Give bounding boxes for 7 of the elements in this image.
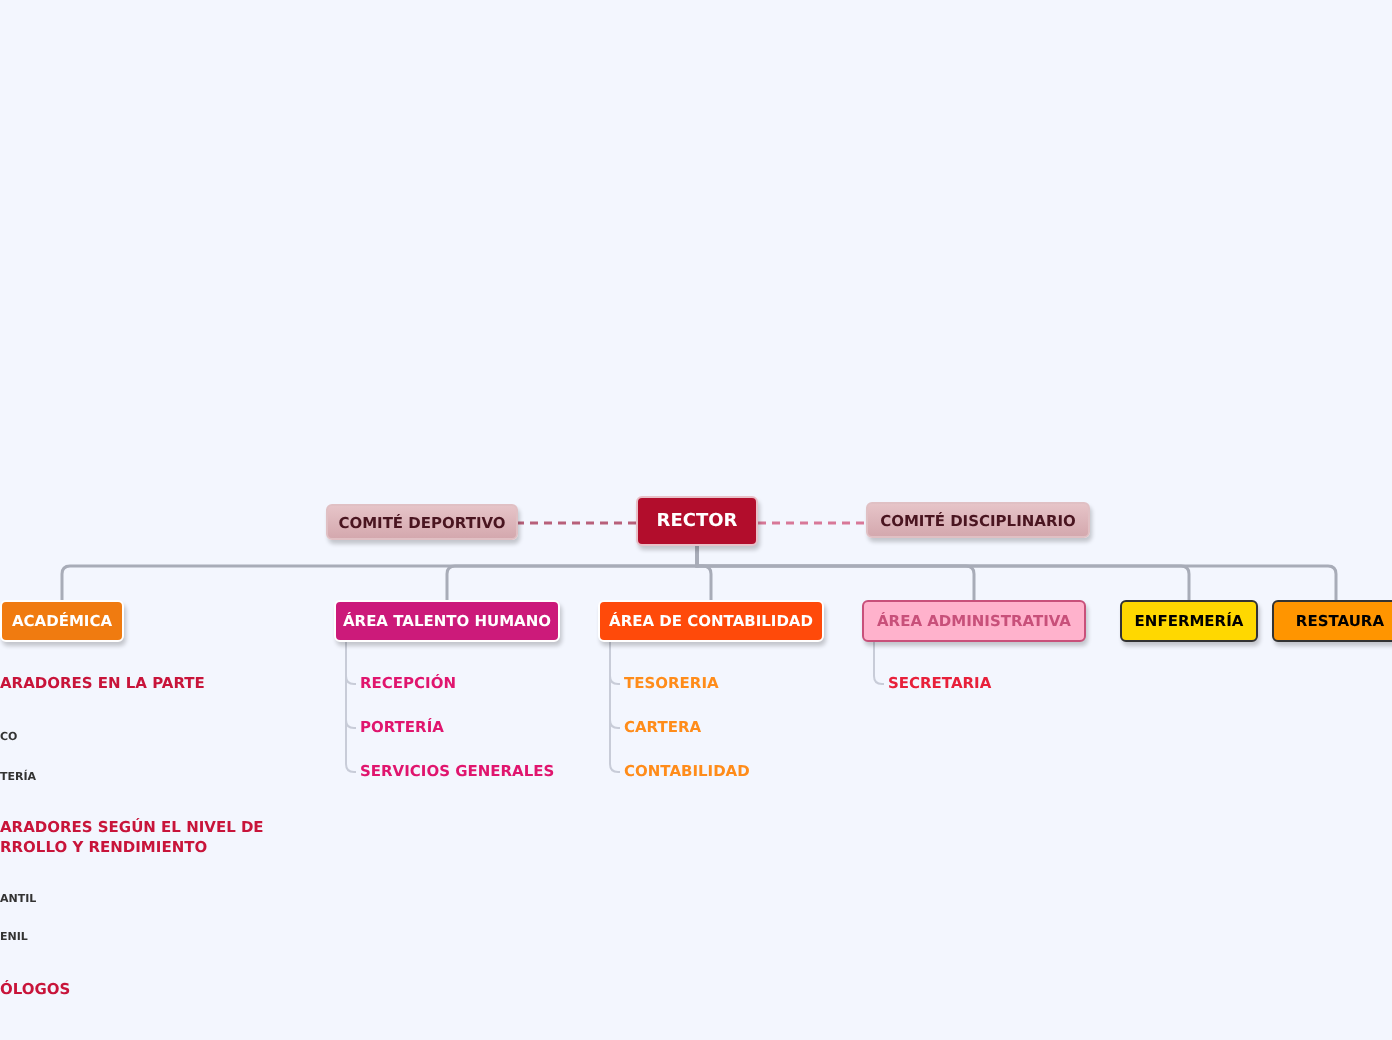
connector bbox=[609, 641, 621, 773]
connector bbox=[873, 641, 885, 685]
connector bbox=[345, 641, 357, 773]
root-box: RECTOR bbox=[636, 496, 758, 546]
connector bbox=[695, 546, 1338, 600]
dashed-connector bbox=[518, 521, 636, 525]
dashed-connector bbox=[758, 521, 866, 525]
